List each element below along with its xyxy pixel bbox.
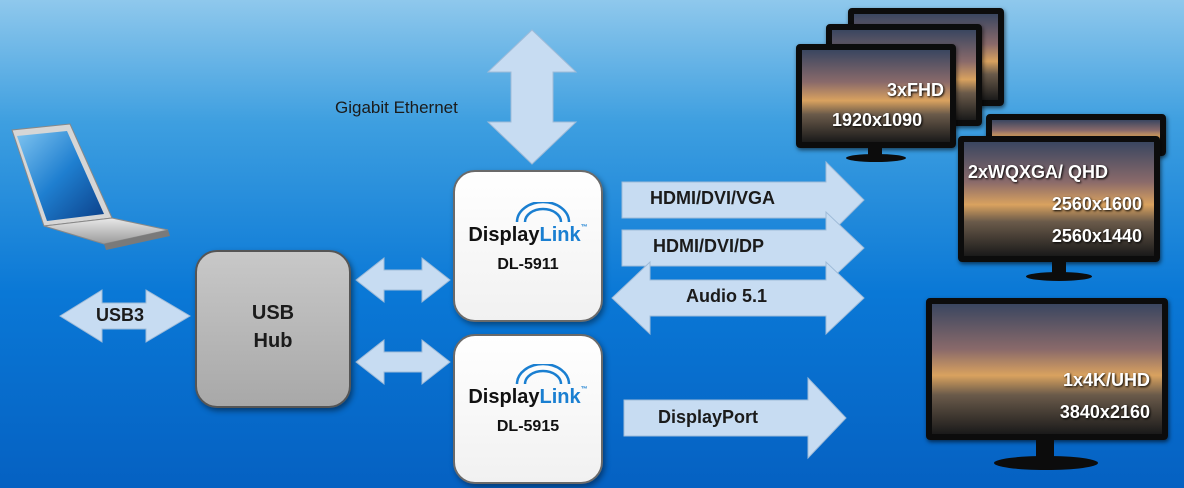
monitor-stand [868,148,882,158]
ethernet-arrow [486,29,578,165]
hdmi-dvi-vga-label: HDMI/DVI/VGA [650,188,776,208]
hdmi-dvi-dp-label: HDMI/DVI/DP [653,236,765,256]
fhd-line1: 3xFHD [886,80,944,100]
monitor-base [1026,272,1092,281]
hdmi-dvi-vga-arrow [621,160,865,240]
chip-model: DL-5911 [497,256,559,273]
monitor-uhd: 1x4K/UHD 3840x2160 [926,298,1168,440]
hub-line2: Hub [253,330,293,352]
audio-label: Audio 5.1 [686,286,768,306]
brand-display: Display [468,386,540,408]
brand-display: Display [468,224,540,246]
monitor-qhd: 2xWQXGA/ QHD 2560x1600 2560x1440 [958,136,1160,262]
uhd-line2: 3840x2160 [1059,402,1150,422]
uhd-line1: 1x4K/UHD [1062,370,1150,390]
displayport-arrow [623,376,847,460]
chip-model: DL-5915 [496,418,560,435]
laptop-icon [11,123,170,250]
qhd-line3: 2560x1440 [1051,226,1142,246]
displaylink-logo: DisplayLink™ [455,224,601,247]
signal-arc-icon [515,202,571,223]
hdmi-dvi-dp-arrow [621,210,865,286]
usb-hub-box: USB Hub [195,250,351,408]
fhd-line2: 1920x1090 [832,110,923,130]
qhd-line2: 2560x1600 [1051,194,1142,214]
audio-arrow [611,260,865,336]
displaylink-chip-dl5911: DisplayLink™ DL-5911 [453,170,603,322]
usb3-label: USB3 [96,305,145,325]
hub-chip2-arrow [355,338,451,386]
displaylink-logo: DisplayLink™ [455,386,601,409]
hub-chip1-arrow [355,256,451,304]
qhd-line1: 2xWQXGA/ QHD [968,162,1109,182]
monitor-base [846,154,906,162]
brand-link: Link [539,224,581,246]
brand-link: Link [539,386,581,408]
ethernet-label: Gigabit Ethernet [335,98,458,117]
monitor-base [994,456,1098,470]
brand-tm: ™ [580,224,588,231]
displayport-label: DisplayPort [658,407,759,427]
usb3-arrow [59,289,191,343]
displaylink-chip-dl5915: DisplayLink™ DL-5915 [453,334,603,484]
signal-arc-icon [515,364,571,385]
hub-line1: USB [251,302,295,324]
monitor-fhd: 3xFHD 1920x1090 [796,44,956,148]
brand-tm: ™ [580,386,588,393]
